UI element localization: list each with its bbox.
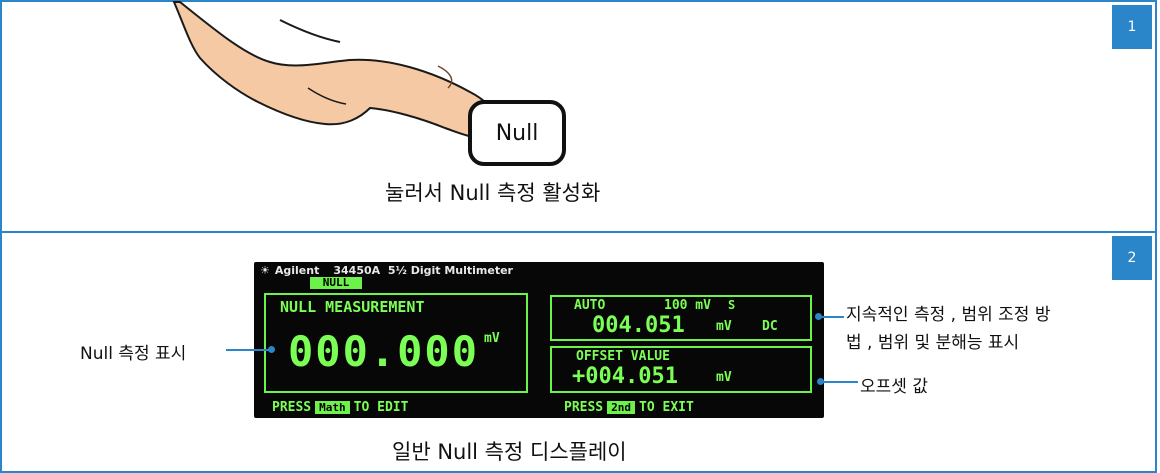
null-annunciator: NULL (310, 277, 362, 289)
2nd-softkey[interactable]: 2nd (607, 401, 636, 414)
model-description: 5½ Digit Multimeter (387, 264, 513, 277)
callout-continuous-dot (815, 313, 822, 320)
live-reading-value: 004.051 (592, 313, 685, 338)
press-label-right: PRESS (564, 400, 604, 415)
null-main-unit: mV (484, 331, 500, 346)
offset-unit: mV (716, 370, 732, 385)
range-value: 100 mV (664, 298, 711, 313)
offset-value: +004.051 (572, 364, 678, 389)
callout-continuous-leader (818, 316, 844, 318)
callout-null-display: Null 측정 표시 (80, 344, 187, 364)
range-reading-box: AUTO 100 mV S 004.051 mV DC (550, 295, 812, 341)
brand-name: Agilent (274, 264, 320, 277)
step-badge-2: 2 (1112, 236, 1152, 280)
display-header: ☀ Agilent 34450A 5½ Digit Multimeter (260, 264, 513, 277)
pointing-hand-icon (172, 1, 499, 139)
math-softkey[interactable]: Math (315, 401, 350, 414)
null-measurement-box: NULL MEASUREMENT 000.000 mV (264, 293, 528, 393)
model-number: 34450A (333, 264, 381, 277)
step-2-caption: 일반 Null 측정 디스플레이 (392, 440, 627, 464)
multimeter-display: ☀ Agilent 34450A 5½ Digit Multimeter NULL … (254, 262, 824, 418)
live-reading-mode: DC (762, 319, 778, 334)
range-flag: S (728, 298, 736, 312)
null-measurement-title: NULL MEASUREMENT (280, 298, 425, 316)
callout-offset-leader (820, 381, 858, 383)
step-badge-1: 1 (1112, 5, 1152, 49)
to-edit-label: TO EDIT (353, 400, 409, 415)
step-1-caption: 눌러서 Null 측정 활성화 (385, 181, 601, 205)
callout-offset: 오프셋 값 (860, 377, 928, 397)
offset-value-box: OFFSET VALUE +004.051 mV (550, 346, 812, 393)
auto-range-label: AUTO (574, 298, 606, 313)
offset-title: OFFSET VALUE (576, 349, 670, 364)
step-2-panel: 2 (0, 231, 1157, 473)
press-label-left: PRESS (272, 400, 312, 415)
callout-null-display-leader (226, 349, 272, 351)
null-key-button[interactable]: Null (468, 100, 566, 166)
null-main-value: 000.000 (288, 327, 480, 376)
callout-continuous-line2: 법 , 범위 및 분해능 표시 (846, 333, 1020, 353)
callout-null-display-dot (268, 346, 275, 353)
live-reading-unit: mV (716, 319, 732, 334)
callout-offset-dot (817, 378, 824, 385)
callout-continuous-line1: 지속적인 측정 , 범위 조정 방 (846, 305, 1051, 325)
null-key-label: Null (495, 120, 539, 146)
agilent-logo-icon: ☀ (260, 264, 270, 277)
to-exit-label: TO EXIT (639, 400, 694, 415)
